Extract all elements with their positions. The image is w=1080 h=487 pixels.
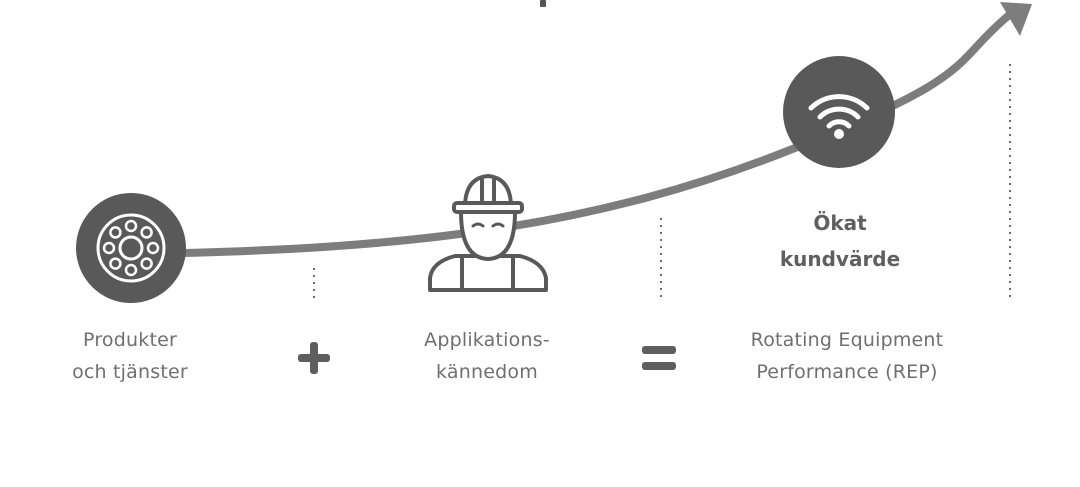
arrow-head-icon (1000, 2, 1032, 36)
label-rep: Rotating Equipment Performance (REP) (717, 324, 977, 388)
bearing-icon (76, 193, 186, 303)
plus-vertical (310, 342, 318, 374)
label-rep-line-2: Performance (REP) (756, 361, 938, 383)
label-products: Produkter och tjänster (30, 324, 230, 388)
highlight-line-2: kundvärde (779, 247, 901, 271)
wifi-icon (783, 56, 895, 168)
highlight-label: Ökat kundvärde (740, 205, 940, 277)
label-application: Applikations- kännedom (387, 324, 587, 388)
equals-top (642, 346, 676, 354)
label-application-line-1: Applikations- (424, 329, 550, 351)
top-mark (540, 0, 546, 7)
label-products-line-2: och tjänster (72, 361, 188, 383)
label-application-line-2: kännedom (436, 361, 538, 383)
worker-icon (428, 174, 548, 292)
label-rep-line-1: Rotating Equipment (750, 329, 944, 351)
growth-curve (126, 12, 1012, 258)
label-products-line-1: Produkter (83, 329, 177, 351)
equals-bottom (642, 362, 676, 370)
highlight-line-1: Ökat (813, 211, 867, 235)
